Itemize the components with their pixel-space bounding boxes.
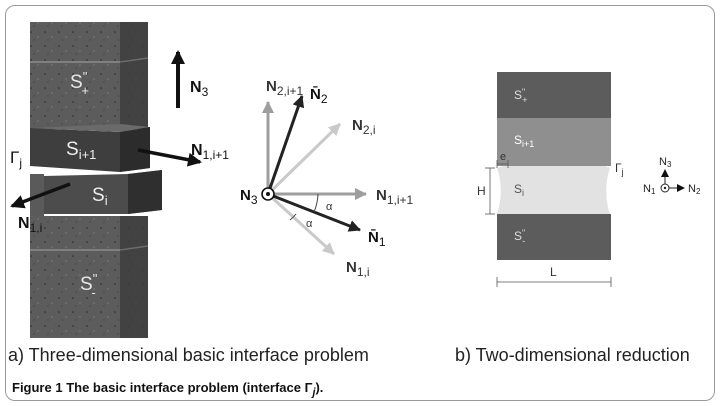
n1-i-arrow xyxy=(10,182,71,209)
label-s-plus: S"+ xyxy=(70,69,89,98)
vector-diagram xyxy=(261,95,367,256)
n1-i-plus-1-arrow xyxy=(137,148,202,167)
alpha-arc-upper xyxy=(313,193,319,213)
figure-caption-symbol-sub: j xyxy=(312,386,316,399)
alpha-arc-lower xyxy=(289,213,297,221)
layer-s-plus xyxy=(497,72,611,118)
label-2d-s-i-plus-1: Si+1 xyxy=(514,133,534,149)
block-top xyxy=(30,22,149,129)
label-n1-i: N1,i xyxy=(18,215,42,235)
figure-caption-symbol: Γ xyxy=(304,380,313,395)
label-h: H xyxy=(477,184,486,198)
label-axis-n1: N1 xyxy=(643,183,656,196)
label-alpha-lower: α xyxy=(306,218,313,230)
label-origin-n3: N3 xyxy=(240,187,258,207)
figure-caption: Figure 1 The basic interface problem (in… xyxy=(12,380,323,399)
label-n2-bar: N̄2 xyxy=(310,85,328,106)
label-gamma-j: Γj xyxy=(10,148,22,170)
figure-caption-text: The basic interface problem (interface xyxy=(66,380,305,395)
label-l: L xyxy=(550,265,557,279)
label-n2-i: N2,i xyxy=(352,117,376,137)
figure-caption-prefix: Figure 1 xyxy=(12,380,63,395)
block-bottom xyxy=(30,216,149,338)
label-2d-gamma: Γj xyxy=(615,161,624,177)
block-stack-2d xyxy=(497,72,611,260)
label-n1-i-plus-1: N1,i+1 xyxy=(191,142,229,162)
caption-panel-a: a) Three-dimensional basic interface pro… xyxy=(8,345,369,365)
label-alpha-upper: α xyxy=(326,201,333,213)
label-s-i: Si xyxy=(92,185,108,208)
caption-panel-b: b) Two-dimensional reduction xyxy=(455,345,690,365)
layer-s-i xyxy=(497,166,610,214)
block-si-plus-1 xyxy=(30,124,150,172)
label-s-minus: S"- xyxy=(80,271,98,300)
label-2d-s-plus: S"+ xyxy=(514,87,527,105)
label-n1-bar: N̄1 xyxy=(368,228,386,249)
n2-i-vector xyxy=(266,122,342,196)
block-stack-3d xyxy=(30,22,162,338)
label-s-i-plus-1: Si+1 xyxy=(66,139,96,162)
label-n1-i-plus-1-vec: N1,i+1 xyxy=(376,187,414,207)
label-2d-s-i: Si xyxy=(514,182,524,198)
label-e: e xyxy=(500,151,506,163)
label-n1-i-vec: N1,i xyxy=(346,259,370,279)
axes-2d xyxy=(660,169,685,193)
label-n2-i-plus-1: N2,i+1 xyxy=(266,78,304,98)
figure-caption-suffix: ). xyxy=(315,380,324,395)
label-axis-n3: N3 xyxy=(659,156,672,169)
n2-bar-vector xyxy=(266,95,305,195)
label-n3: N3 xyxy=(190,79,209,99)
layer-s-i-plus-1 xyxy=(497,118,611,166)
label-axis-n2: N2 xyxy=(688,183,701,196)
layer-s-minus xyxy=(497,214,611,260)
n1-i-vector xyxy=(266,192,336,256)
label-2d-s-minus: S"- xyxy=(514,228,525,246)
origin-dot xyxy=(266,192,270,196)
